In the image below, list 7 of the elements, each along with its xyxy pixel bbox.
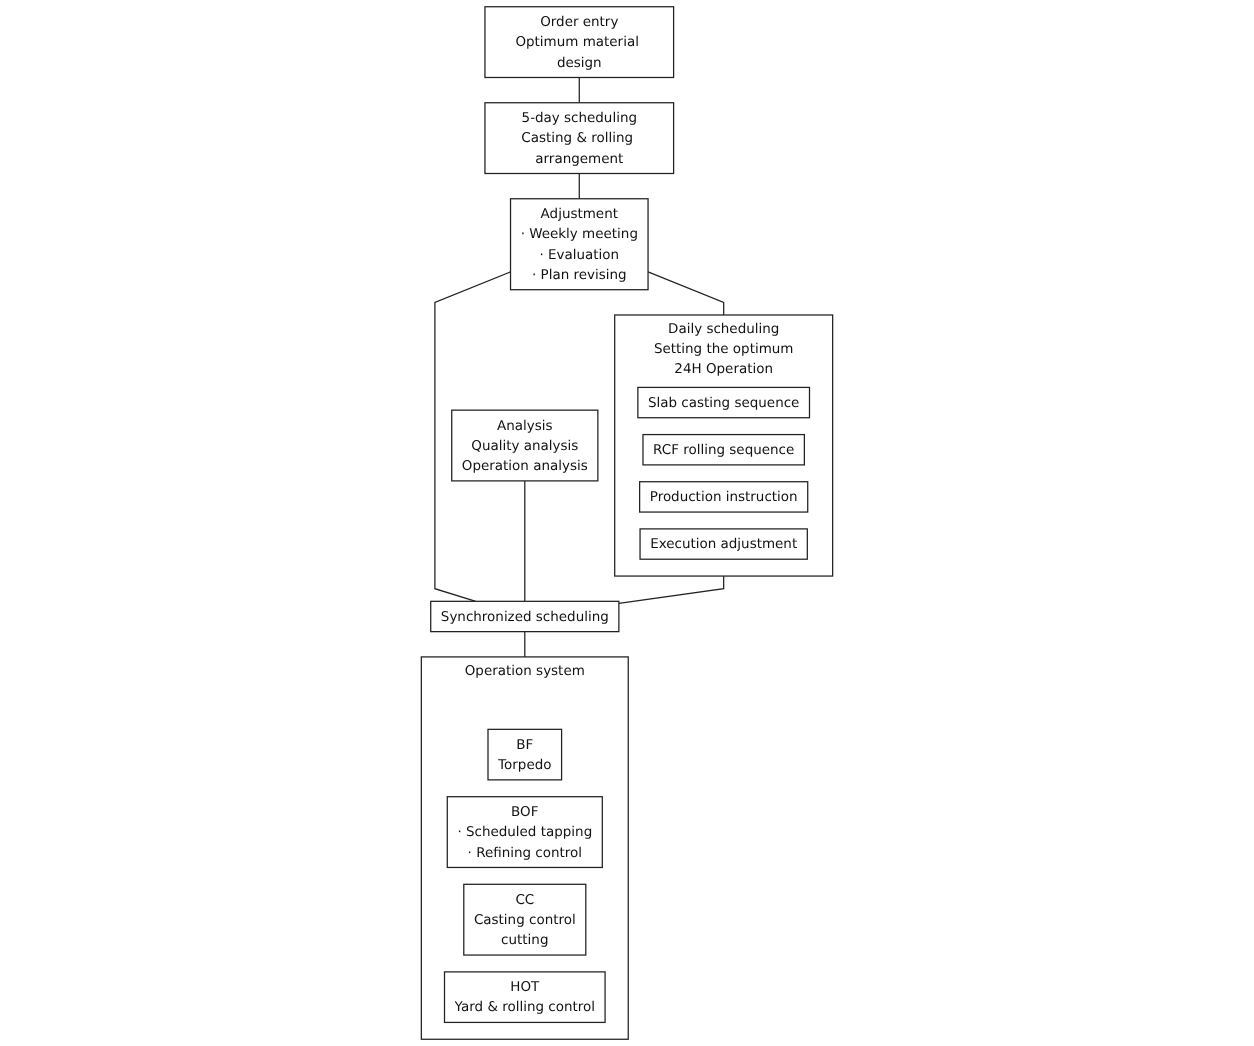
- connector: [578, 76, 580, 104]
- connector: [524, 480, 526, 602]
- connector: [647, 271, 725, 316]
- connector: [434, 271, 512, 602]
- connector: [578, 172, 580, 200]
- connector: [618, 575, 725, 604]
- connector: [524, 631, 526, 658]
